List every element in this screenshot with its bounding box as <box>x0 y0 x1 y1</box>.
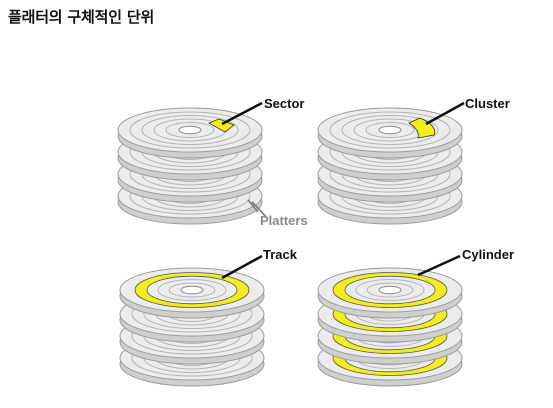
sector-platter-stack: Sector <box>117 96 304 225</box>
track-platter-stack: Track <box>119 247 298 387</box>
track-pointer <box>221 254 263 280</box>
sector-label: Sector <box>264 96 304 111</box>
sector-pointer <box>221 101 263 126</box>
page-title: 플래터의 구체적인 단위 <box>8 8 155 26</box>
platters-annotation: Platters <box>247 199 308 228</box>
cylinder-label: Cylinder <box>462 247 514 262</box>
cluster-platter-stack: Cluster <box>317 96 510 225</box>
cylinder-pointer <box>417 254 461 277</box>
cylinder-platter-stack: Cylinder <box>317 247 514 387</box>
cluster-label: Cluster <box>465 96 510 111</box>
sector-highlight <box>208 118 235 133</box>
cluster-pointer <box>425 101 465 126</box>
platters-label: Platters <box>260 213 308 228</box>
track-label: Track <box>263 247 298 262</box>
